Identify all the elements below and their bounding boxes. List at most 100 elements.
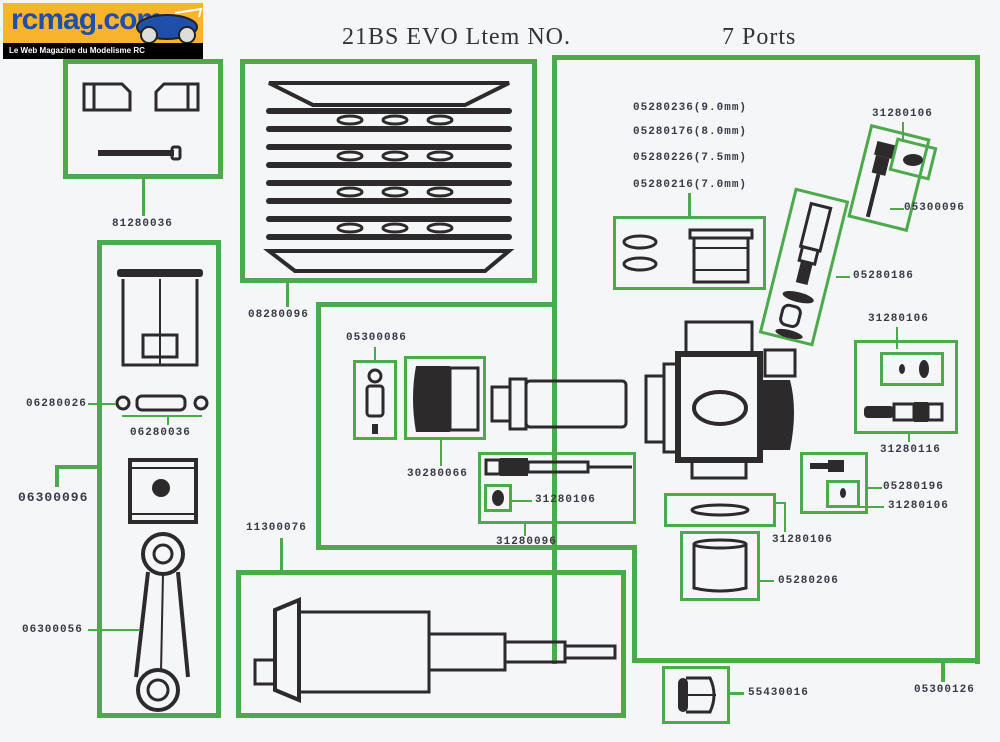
carb-oring-icon	[690, 503, 750, 517]
part-label-31280116[interactable]: 31280116	[880, 444, 941, 456]
venturi-icon	[622, 228, 754, 284]
high-speed-needle-icon	[484, 458, 632, 476]
connecting-rod-icon	[134, 532, 190, 712]
rcmag-logo[interactable]: rcmag.com Le Web Magazine du Modelisme R…	[3, 3, 203, 59]
logo-tagline: Le Web Magazine du Modelisme RC	[3, 43, 203, 59]
leader-line	[860, 506, 884, 508]
carb-sleeve-box[interactable]	[680, 531, 760, 601]
carburetor-assembly-frame	[552, 55, 980, 664]
leader-line	[524, 524, 526, 536]
part-label-31280106-side[interactable]: 31280106	[868, 313, 929, 325]
part-label-05280176[interactable]: 05280176(8.0mm)	[633, 126, 748, 138]
part-label-31280096[interactable]: 31280096	[496, 536, 557, 548]
part-label-11300076[interactable]: 11300076	[246, 522, 307, 534]
part-label-31280106-needle[interactable]: 31280106	[535, 494, 596, 506]
fuel-nipple-oring-icon	[840, 488, 846, 498]
carb-inlet-tube-icon	[490, 377, 628, 431]
leader-line	[374, 347, 376, 361]
part-label-06300096[interactable]: 06300096	[18, 490, 89, 505]
high-speed-needle-box[interactable]	[854, 340, 958, 434]
carburetor-body-icon	[644, 320, 797, 480]
rotary-valve-plug-icon	[365, 368, 385, 434]
ports-label: 7 Ports	[722, 24, 797, 50]
crankshaft-box[interactable]	[236, 570, 626, 718]
part-label-05280196[interactable]: 05280196	[883, 481, 944, 493]
carb-boot-icon	[413, 366, 480, 432]
frame-line	[316, 545, 636, 550]
leader-line	[760, 580, 774, 582]
part-label-30280066[interactable]: 30280066	[407, 468, 468, 480]
leader-line	[730, 692, 744, 695]
carb-oring-box[interactable]	[664, 493, 776, 527]
leader-line	[890, 208, 904, 210]
frame-line	[632, 658, 980, 663]
needle-assembly-box[interactable]	[478, 452, 636, 524]
carb-boot-box[interactable]	[404, 356, 486, 440]
part-label-05300096[interactable]: 05300096	[904, 202, 965, 214]
frame-line	[632, 545, 637, 663]
part-label-05280206[interactable]: 05280206	[778, 575, 839, 587]
leader-line	[167, 415, 169, 425]
part-label-08280096[interactable]: 08280096	[248, 309, 309, 321]
leader-line	[286, 283, 289, 307]
needle-oring-box[interactable]	[484, 484, 512, 512]
carb-sleeve-icon	[692, 538, 748, 593]
part-label-55430016[interactable]: 55430016	[748, 687, 809, 699]
leader-line	[776, 502, 786, 504]
idle-screw-icon	[775, 201, 833, 340]
leader-line	[941, 660, 945, 682]
backplate-part-icon	[82, 82, 200, 161]
backplate-screws-box[interactable]	[63, 59, 223, 179]
prop-nut-box[interactable]	[662, 666, 730, 724]
diagram-title: 21BS EVO Ltem NO.	[342, 24, 571, 50]
piston-liner-conrod-box[interactable]	[97, 240, 221, 718]
venturi-box[interactable]	[613, 216, 766, 290]
part-label-05280236[interactable]: 05280236(9.0mm)	[633, 102, 748, 114]
leader-line	[88, 629, 140, 631]
wrist-pin-icon	[115, 394, 209, 412]
leader-line	[868, 487, 882, 489]
frame-line	[552, 55, 557, 307]
leader-line	[142, 178, 145, 216]
cooling-head-box[interactable]	[240, 59, 537, 283]
leader-line	[908, 434, 910, 442]
part-label-05280216[interactable]: 05280216(7.0mm)	[633, 179, 748, 191]
leader-line	[688, 193, 691, 217]
side-oring-icon	[899, 360, 929, 378]
part-label-05300086[interactable]: 05300086	[346, 332, 407, 344]
crankshaft-icon	[253, 597, 617, 703]
low-speed-needle-icon	[865, 140, 895, 218]
side-oring-box[interactable]	[880, 352, 944, 386]
leader-line	[784, 502, 786, 532]
leader-line	[896, 327, 898, 349]
part-label-06300056[interactable]: 06300056	[22, 624, 83, 636]
leader-line	[122, 415, 202, 417]
cooling-head-icon	[263, 81, 515, 273]
leader-line	[280, 538, 283, 572]
fuel-nipple-oring-box[interactable]	[826, 480, 860, 508]
part-label-06280036[interactable]: 06280036	[130, 427, 191, 439]
fuel-nipple-icon	[810, 460, 844, 472]
frame-line	[316, 302, 321, 550]
leader-line	[902, 122, 904, 142]
part-label-31280106-top[interactable]: 31280106	[872, 108, 933, 120]
leader-line	[440, 440, 442, 466]
rc-car-icon	[136, 7, 203, 44]
part-label-05280226[interactable]: 05280226(7.5mm)	[633, 152, 748, 164]
fuel-nipple-box[interactable]	[800, 452, 868, 514]
leader-line	[55, 465, 59, 487]
leader-line	[836, 276, 850, 278]
cylinder-liner-icon	[117, 269, 203, 367]
part-label-05300126[interactable]: 05300126	[914, 684, 975, 696]
part-label-81280036[interactable]: 81280036	[112, 218, 173, 230]
oring-icon	[903, 154, 923, 166]
part-label-06280026[interactable]: 06280026	[26, 398, 87, 410]
needle-oring-icon	[492, 490, 504, 506]
leader-line	[55, 465, 99, 469]
leader-line	[512, 500, 532, 502]
part-label-31280106-carb[interactable]: 31280106	[772, 534, 833, 546]
part-label-31280106-nipple[interactable]: 31280106	[888, 500, 949, 512]
rotary-valve-plug-box[interactable]	[353, 360, 397, 440]
prop-nut-icon	[678, 676, 716, 714]
part-label-05280186[interactable]: 05280186	[853, 270, 914, 282]
